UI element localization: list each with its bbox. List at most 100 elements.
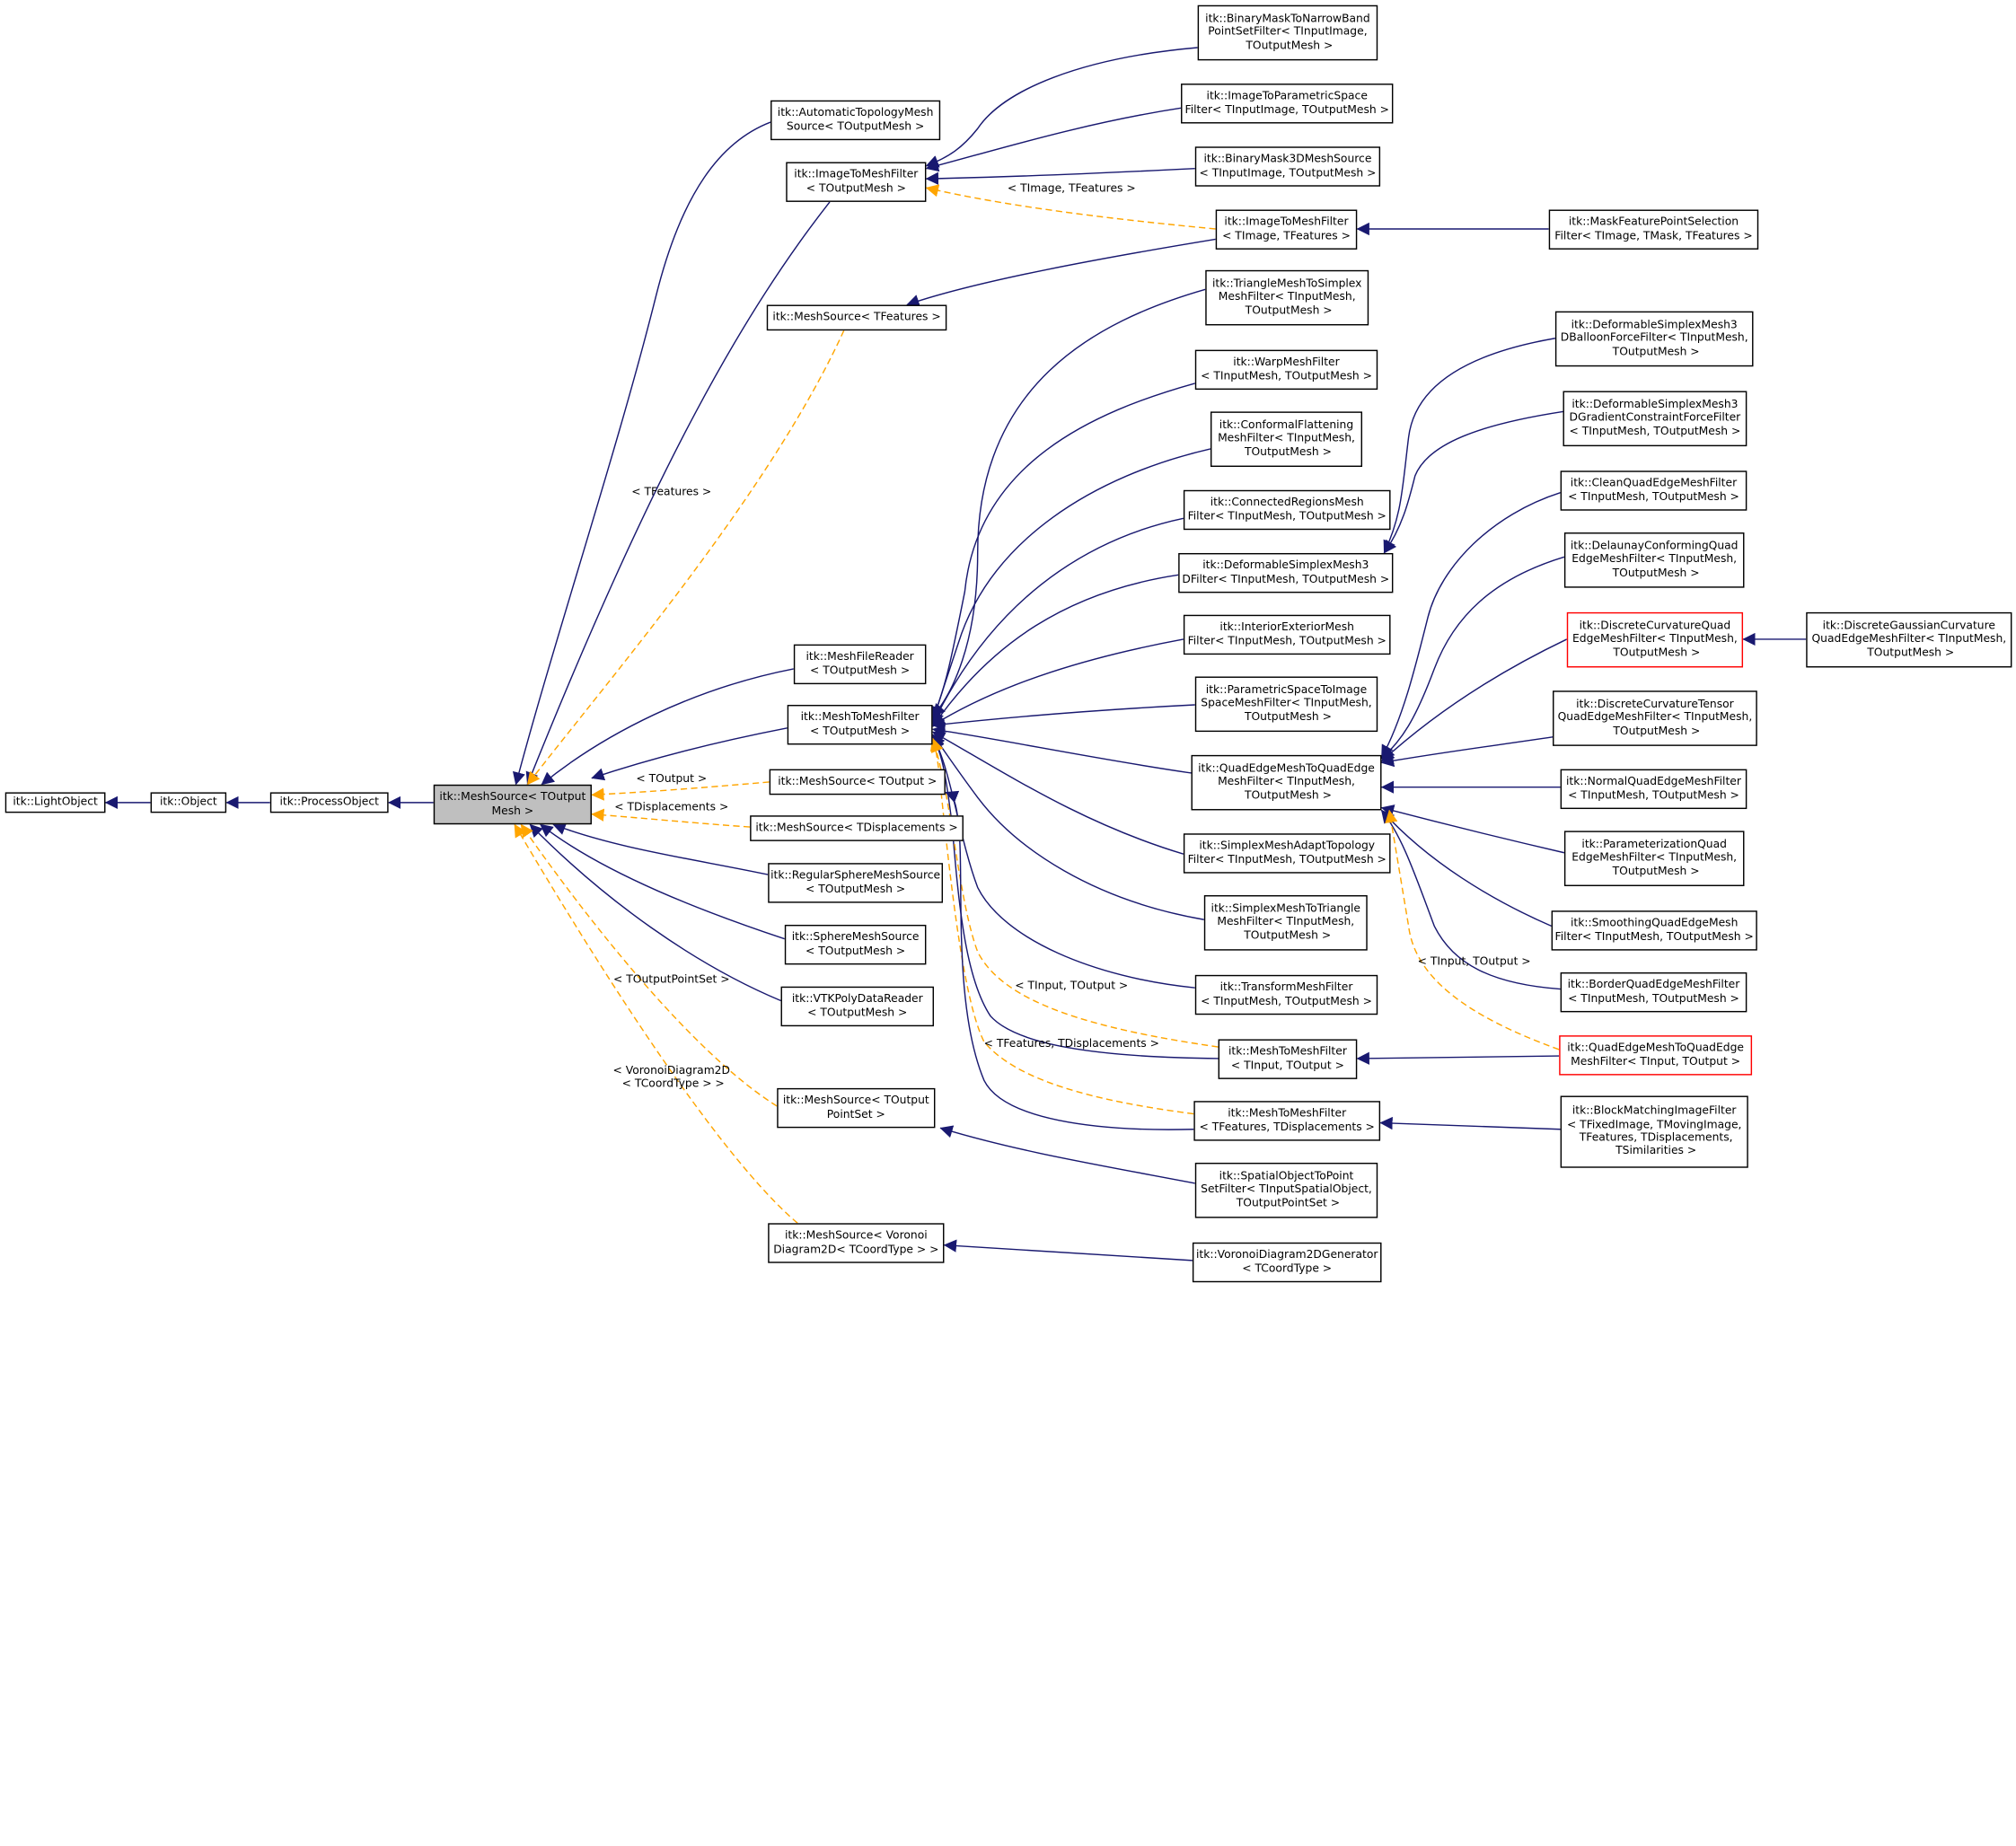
class-node-connectedregions[interactable]: itk::ConnectedRegionsMesh Filter< TInput… xyxy=(1183,489,1391,531)
class-node-paramspace[interactable]: itk::ParametricSpaceToImage SpaceMeshFil… xyxy=(1194,676,1378,733)
class-node-maskfeature[interactable]: itk::MaskFeaturePointSelection Filter< T… xyxy=(1548,209,1759,250)
inheritance-edge-44 xyxy=(1380,736,1554,768)
inheritance-edge-50 xyxy=(1356,1051,1560,1065)
edge-label-tinput_qe: < TInput, TOutput > xyxy=(1417,955,1531,969)
class-node-borderqe[interactable]: itk::BorderQuadEdgeMeshFilter < TInputMe… xyxy=(1560,971,1747,1013)
template-edge-34 xyxy=(930,739,1194,1115)
class-node-normalqe[interactable]: itk::NormalQuadEdgeMeshFilter < TInputMe… xyxy=(1560,769,1747,810)
inheritance-edge-11 xyxy=(540,823,786,940)
inheritance-edge-7 xyxy=(591,727,788,781)
class-node-balloon[interactable]: itk::DeformableSimplexMesh3 DBalloonForc… xyxy=(1554,311,1754,367)
inheritance-edge-28 xyxy=(931,725,1192,774)
inheritance-edge-26 xyxy=(931,638,1184,726)
inheritance-edge-40 xyxy=(1380,491,1561,759)
edge-label-tdisp: < TDisplacements > xyxy=(614,801,729,814)
edge-label-voronoi: < VoronoiDiagram2D < TCoordType > > xyxy=(612,1065,730,1092)
class-node-m2m_tinput[interactable]: itk::MeshToMeshFilter < TInput, TOutput … xyxy=(1218,1039,1358,1079)
inheritance-edge-31 xyxy=(931,734,1195,989)
class-node-lightobject[interactable]: itk::LightObject xyxy=(4,792,106,813)
edge-label-toutput: < TOutput > xyxy=(636,772,708,787)
class-node-object[interactable]: itk::Object xyxy=(150,792,227,813)
inheritance-edge-36 xyxy=(939,1125,1195,1184)
class-node-ms_voronoi[interactable]: itk::MeshSource< Voronoi Diagram2D< TCoo… xyxy=(768,1223,945,1263)
class-node-meshtomesh[interactable]: itk::MeshToMeshFilter < TOutputMesh > xyxy=(787,705,933,745)
class-node-m2m_tfeat[interactable]: itk::MeshToMeshFilter < TFeatures, TDisp… xyxy=(1193,1101,1381,1141)
inheritance-edge-4 xyxy=(525,201,831,786)
inheritance-edge-38 xyxy=(1383,338,1556,554)
class-node-gradient[interactable]: itk::DeformableSimplexMesh3 DGradientCon… xyxy=(1563,391,1747,447)
class-node-regularsphere[interactable]: itk::RegularSphereMeshSource < TOutputMe… xyxy=(768,863,944,903)
inheritance-edge-10 xyxy=(552,822,769,875)
template-edge-9 xyxy=(591,808,751,828)
inheritance-edge-24 xyxy=(931,517,1184,725)
class-node-disccurv[interactable]: itk::DiscreteCurvatureQuad EdgeMeshFilte… xyxy=(1566,611,1744,668)
inheritance-edge-25 xyxy=(931,574,1179,727)
template-edge-49 xyxy=(1385,809,1560,1050)
class-node-imagetomesh_tf[interactable]: itk::ImageToMeshFilter < TImage, TFeatur… xyxy=(1215,209,1358,250)
class-node-transformmesh[interactable]: itk::TransformMeshFilter < TInputMesh, T… xyxy=(1194,974,1378,1015)
class-node-voronoigen[interactable]: itk::VoronoiDiagram2DGenerator < TCoordT… xyxy=(1192,1242,1382,1283)
class-node-qe2qe_tinput[interactable]: itk::QuadEdgeMeshToQuadEdge MeshFilter< … xyxy=(1559,1035,1753,1076)
class-node-cleanqe[interactable]: itk::CleanQuadEdgeMeshFilter < TInputMes… xyxy=(1560,470,1747,511)
inheritance-edge-17 xyxy=(925,167,1195,186)
inheritance-edge-41 xyxy=(1380,556,1565,760)
inheritance-edge-30 xyxy=(931,734,1204,920)
class-node-vtkpoly[interactable]: itk::VTKPolyDataReader < TOutputMesh > xyxy=(780,986,934,1027)
class-node-paramqe[interactable]: itk::ParameterizationQuad EdgeMeshFilter… xyxy=(1563,831,1745,886)
class-node-meshsource[interactable]: itk::MeshSource< TOutput Mesh > xyxy=(433,784,592,825)
class-node-ms_tfeatures[interactable]: itk::MeshSource< TFeatures > xyxy=(766,304,947,331)
inheritance-edge-19 xyxy=(906,238,1216,307)
class-node-interiorexterior[interactable]: itk::InteriorExteriorMesh Filter< TInput… xyxy=(1183,614,1391,655)
inheritance-edge-3 xyxy=(512,121,771,786)
inheritance-edge-42 xyxy=(1380,638,1568,762)
class-node-blockmatch[interactable]: itk::BlockMatchingImageFilter < TFixedIm… xyxy=(1560,1095,1748,1168)
class-node-binmask3d[interactable]: itk::BinaryMask3DMeshSource < TInputImag… xyxy=(1194,146,1381,187)
template-edge-33 xyxy=(929,737,1219,1048)
edge-layer xyxy=(104,47,1807,1261)
edge-label-tfeat_disp: < TFeatures, TDisplacements > xyxy=(983,1038,1159,1051)
template-edge-13 xyxy=(520,823,778,1107)
class-node-conformal[interactable]: itk::ConformalFlattening MeshFilter< TIn… xyxy=(1210,411,1363,467)
class-node-spheremesh[interactable]: itk::SphereMeshSource < TOutputMesh > xyxy=(784,924,927,965)
class-node-processobject[interactable]: itk::ProcessObject xyxy=(269,792,389,813)
class-node-autotopology[interactable]: itk::AutomaticTopologyMesh Source< TOutp… xyxy=(770,100,941,141)
template-edge-5 xyxy=(526,330,845,786)
class-node-defsimplex3d[interactable]: itk::DeformableSimplexMesh3 DFilter< TIn… xyxy=(1178,552,1394,593)
class-node-spatialobj[interactable]: itk::SpatialObjectToPoint SetFilter< TIn… xyxy=(1194,1162,1378,1218)
inheritance-edge-47 xyxy=(1380,809,1552,927)
template-edge-18 xyxy=(925,184,1216,230)
edge-label-timage: < TImage, TFeatures > xyxy=(1007,182,1136,196)
inheritance-edge-32 xyxy=(931,736,1219,1059)
inheritance-edge-48 xyxy=(1380,809,1561,990)
class-node-simplexadapt[interactable]: itk::SimplexMeshAdaptTopology Filter< TI… xyxy=(1183,833,1391,874)
inheritance-edge-6 xyxy=(541,668,794,786)
class-node-trianglesimplex[interactable]: itk::TriangleMeshToSimplex MeshFilter< T… xyxy=(1205,269,1369,326)
class-node-binmasknarrow[interactable]: itk::BinaryMaskToNarrowBand PointSetFilt… xyxy=(1197,4,1378,61)
class-node-simplextotri[interactable]: itk::SimplexMeshToTriangle MeshFilter< T… xyxy=(1203,895,1368,951)
edge-label-tpointset: < TOutputPointSet > xyxy=(613,973,730,987)
inheritance-edge-12 xyxy=(529,823,781,1002)
class-node-imgtoparam[interactable]: itk::ImageToParametricSpace Filter< TInp… xyxy=(1181,84,1394,124)
inheritance-edge-35 xyxy=(945,790,1194,1130)
inheritance-edge-21 xyxy=(932,288,1206,717)
class-node-warpmesh[interactable]: itk::WarpMeshFilter < TInputMesh, TOutpu… xyxy=(1194,349,1378,391)
inheritance-edge-15 xyxy=(925,47,1198,168)
edge-label-tinput_m2m: < TInput, TOutput > xyxy=(1015,980,1129,993)
inheritance-edge-37 xyxy=(943,1239,1193,1261)
inheritance-edge-16 xyxy=(925,107,1182,172)
class-node-qe2qe[interactable]: itk::QuadEdgeMeshToQuadEdge MeshFilter< … xyxy=(1191,754,1382,811)
class-node-smoothqe[interactable]: itk::SmoothingQuadEdgeMesh Filter< TInpu… xyxy=(1551,910,1757,951)
class-node-ms_tpointset[interactable]: itk::MeshSource< TOutput PointSet > xyxy=(777,1087,936,1129)
inheritance-edge-27 xyxy=(931,704,1195,731)
class-node-ms_toutput[interactable]: itk::MeshSource< TOutput > xyxy=(769,769,946,796)
class-node-disctensor[interactable]: itk::DiscreteCurvatureTensor QuadEdgeMes… xyxy=(1553,690,1757,746)
class-node-ms_tdisp[interactable]: itk::MeshSource< TDisplacements > xyxy=(750,815,964,841)
class-node-meshfilereader[interactable]: itk::MeshFileReader < TOutputMesh > xyxy=(793,644,927,685)
inheritance-edge-39 xyxy=(1383,410,1563,554)
inheritance-edge-23 xyxy=(929,448,1211,723)
class-node-imagetomesh[interactable]: itk::ImageToMeshFilter < TOutputMesh > xyxy=(786,162,927,202)
edge-label-tfeatures: < TFeatures > xyxy=(631,486,712,499)
class-node-discgauss[interactable]: itk::DiscreteGaussianCurvature QuadEdgeM… xyxy=(1806,611,2012,668)
class-node-delaunay[interactable]: itk::DelaunayConformingQuad EdgeMeshFilt… xyxy=(1563,532,1745,588)
